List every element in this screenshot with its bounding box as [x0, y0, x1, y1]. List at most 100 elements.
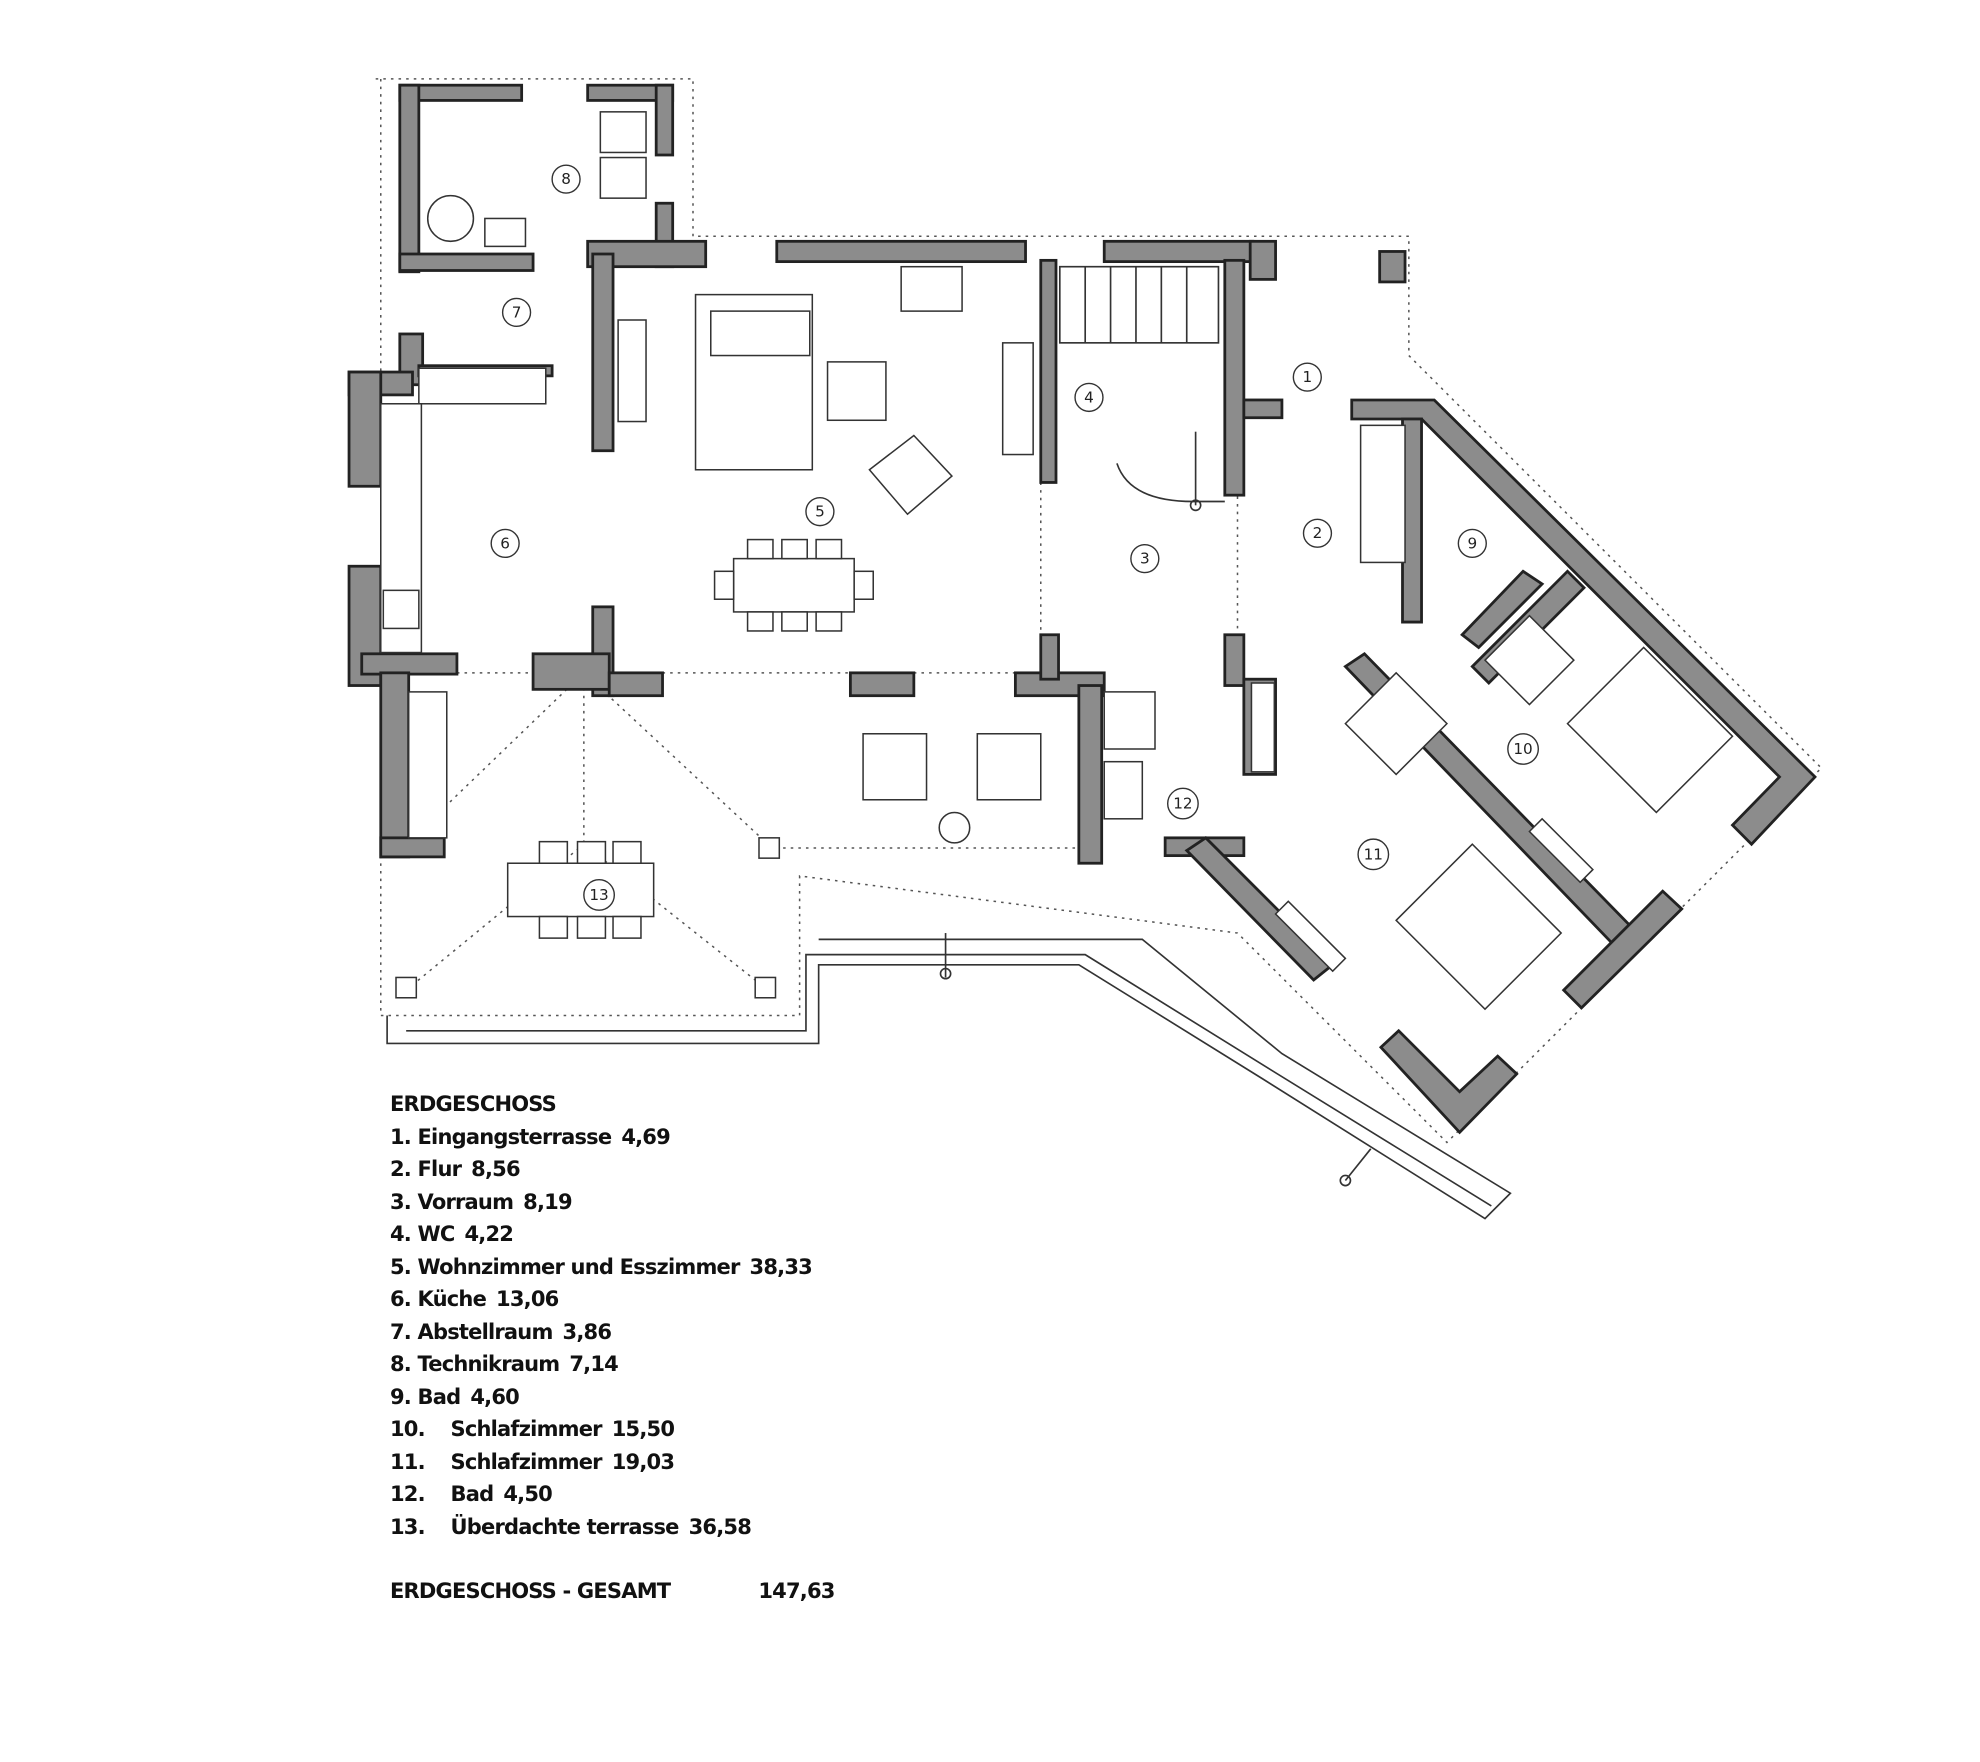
shower [1103, 691, 1156, 750]
legend-item: 10. Schlafzimmer 15,50 [390, 1413, 835, 1446]
staircase [1058, 265, 1225, 512]
terrace-outlines [386, 265, 1512, 1220]
svg-text:5: 5 [815, 503, 825, 521]
total-area: 147,63 [758, 1579, 835, 1603]
svg-text:9: 9 [1467, 534, 1477, 552]
svg-text:4: 4 [1084, 388, 1094, 406]
legend-item-name: Technikraum [417, 1352, 561, 1376]
legend-item-number: 11. [390, 1449, 426, 1474]
legend-item-number: 5. [390, 1254, 412, 1279]
legend-item-area: 4,50 [503, 1482, 552, 1506]
legend-item-number: 6. [390, 1287, 412, 1311]
legend-item-name: Eingangsterrasse [417, 1124, 613, 1149]
legend-item-area: 36,58 [688, 1514, 752, 1539]
room-marker-6: 6 [490, 528, 520, 559]
legend-item: 12. Bad 4,50 [390, 1478, 835, 1511]
legend-item-name: Küche [417, 1287, 487, 1311]
svg-text:11: 11 [1364, 845, 1383, 863]
svg-text:12: 12 [1173, 795, 1192, 813]
legend-item: 2. Flur 8,56 [390, 1153, 835, 1186]
svg-text:8: 8 [561, 170, 571, 188]
legend-item: 7. Abstellraum 3,86 [390, 1316, 835, 1349]
legend-item-number: 13. [390, 1514, 426, 1539]
boiler [426, 194, 475, 243]
room-marker-4: 4 [1074, 382, 1104, 413]
armchair [862, 733, 928, 801]
room-marker-7: 7 [501, 297, 532, 328]
legend-item-name: Flur [417, 1157, 462, 1181]
coffee-table [826, 361, 887, 422]
legend-item-name: WC [417, 1222, 456, 1246]
furniture [380, 111, 1734, 1011]
legend-item: 9. Bad 4,60 [390, 1381, 835, 1414]
bed [1566, 646, 1734, 814]
legend-item-area: 4,60 [470, 1384, 519, 1409]
legend-item-name: Vorraum [417, 1189, 514, 1214]
room-marker-13: 13 [583, 879, 616, 911]
svg-text:13: 13 [589, 886, 608, 904]
legend-total: ERDGESCHOSS - GESAMT 147,63 [390, 1575, 835, 1608]
room-legend: ERDGESCHOSS 1. Eingangsterrasse 4,69 2. Fl… [390, 1088, 835, 1608]
legend-item-area: 15,50 [611, 1417, 675, 1441]
room-marker-2: 2 [1302, 518, 1333, 548]
kitchen-counter [418, 367, 547, 405]
room-marker-12: 12 [1166, 787, 1199, 820]
legend-item-name: Schlafzimmer [450, 1417, 603, 1441]
legend-item-name: Überdachte terrasse [450, 1514, 680, 1539]
room-marker-9: 9 [1457, 528, 1487, 559]
room-marker-11: 11 [1357, 838, 1390, 871]
svg-text:10: 10 [1513, 740, 1532, 758]
svg-text:3: 3 [1140, 550, 1150, 568]
legend-item-area: 8,56 [471, 1157, 520, 1181]
room-marker-5: 5 [805, 496, 835, 527]
stove [382, 589, 420, 630]
legend-item-name: Bad [417, 1384, 462, 1409]
legend-item-number: 9. [390, 1384, 412, 1409]
room-marker-8: 8 [551, 164, 581, 194]
svg-text:6: 6 [500, 534, 510, 552]
legend-item-number: 3. [390, 1189, 412, 1214]
legend-item: 5. Wohnzimmer und Esszimmer 38,33 [390, 1251, 835, 1284]
legend-item: 13. Überdachte terrasse 36,58 [390, 1511, 835, 1544]
legend-item-area: 4,22 [464, 1222, 514, 1246]
bed [1395, 843, 1563, 1011]
legend-item-area: 3,86 [562, 1319, 612, 1344]
armchair [868, 434, 954, 516]
legend-item-area: 38,33 [749, 1254, 813, 1279]
legend-item-number: 10. [390, 1417, 426, 1441]
legend-heading: ERDGESCHOSS [390, 1092, 557, 1116]
svg-text:2: 2 [1313, 524, 1323, 542]
legend-item-number: 1. [390, 1124, 412, 1149]
legend-item-name: Bad [450, 1482, 495, 1506]
legend-item-number: 2. [390, 1157, 412, 1181]
room-markers: 1 2 3 4 5 6 7 8 9 10 11 12 13 [490, 164, 1540, 911]
legend-item-area: 13,06 [496, 1287, 559, 1311]
total-label: ERDGESCHOSS - GESAMT [390, 1579, 671, 1603]
legend-item: 6. Küche 13,06 [390, 1283, 835, 1316]
legend-item-name: Wohnzimmer und Esszimmer [417, 1254, 741, 1279]
armchair [976, 733, 1042, 801]
svg-text:7: 7 [512, 303, 522, 321]
room-marker-3: 3 [1130, 543, 1160, 574]
legend-item-number: 7. [390, 1319, 412, 1344]
legend-item-number: 8. [390, 1352, 412, 1376]
legend-item-area: 8,19 [523, 1189, 572, 1214]
legend-item-area: 19,03 [611, 1449, 675, 1474]
legend-item: 1. Eingangsterrasse 4,69 [390, 1121, 835, 1154]
legend-item: 8. Technikraum 7,14 [390, 1348, 835, 1381]
legend-item-name: Abstellraum [417, 1319, 554, 1344]
legend-item-area: 7,14 [569, 1352, 618, 1376]
legend-item-number: 4. [390, 1222, 412, 1246]
room-marker-1: 1 [1292, 362, 1322, 392]
svg-text:1: 1 [1302, 368, 1312, 386]
room-marker-10: 10 [1507, 733, 1540, 765]
legend-item-number: 12. [390, 1482, 426, 1506]
legend-item: 4. WC 4,22 [390, 1218, 835, 1251]
legend-item-name: Schlafzimmer [450, 1449, 603, 1474]
legend-item: 3. Vorraum 8,19 [390, 1186, 835, 1219]
walls [347, 83, 1817, 1135]
legend-item: 11. Schlafzimmer 19,03 [390, 1446, 835, 1479]
legend-item-area: 4,69 [621, 1124, 670, 1149]
terrace-table [506, 862, 655, 918]
